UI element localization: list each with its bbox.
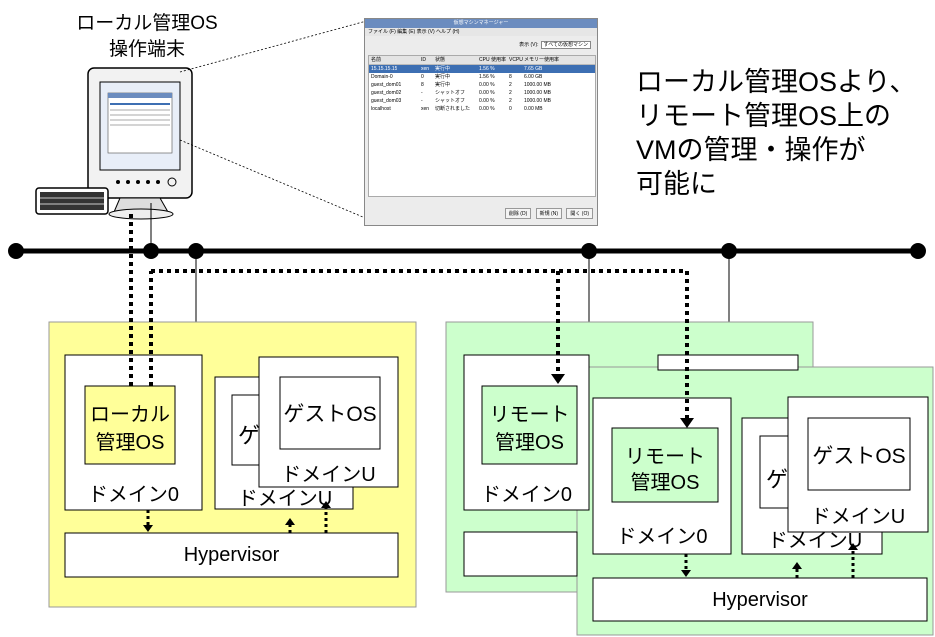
remote-front-guest-os-label: ゲストOS — [812, 445, 906, 468]
vm-table-row[interactable]: guest_dom02 - シャットオフ 0.00 % 2 1000.00 MB — [369, 89, 595, 97]
local-guest-os-label: ゲストOS — [283, 403, 377, 426]
vm-table-cell: guest_dom03 — [371, 98, 402, 104]
vm-table-cell: 8 — [421, 82, 424, 88]
remote-back-domU-box — [657, 354, 799, 371]
vm-table-cell: 1.56 % — [479, 66, 495, 72]
vm-table-cell: 0.00 MB — [524, 106, 543, 112]
local-dom0-label: ドメイン0 — [87, 484, 180, 506]
callout-line-top — [179, 19, 371, 73]
terminal-label-line2: 操作端末 — [108, 39, 185, 60]
remote-front-guest-back-fragment: ゲ — [765, 467, 788, 492]
window-title-bar: 仮想マシンマネージャー — [365, 19, 597, 28]
vm-table-cell: 1000.00 MB — [524, 90, 551, 96]
vm-table-cell: 1000.00 MB — [524, 98, 551, 104]
vm-table-cell: 7.65 GB — [524, 66, 543, 72]
remote-back-mgmt-os-label-1: リモート — [489, 404, 570, 426]
window-menu-bar[interactable]: ファイル (F) 編集 (E) 表示 (V) ヘルプ (H) — [365, 28, 597, 36]
vm-table-cell: 2 — [509, 90, 512, 96]
vm-manager-window: 仮想マシンマネージャー ファイル (F) 編集 (E) 表示 (V) ヘルプ (… — [364, 18, 598, 226]
terminal-label-line1: ローカル管理OS — [76, 13, 218, 34]
vm-table-cell: guest_dom01 — [371, 82, 402, 88]
local-mgmt-os-label-2: 管理OS — [95, 432, 165, 454]
vm-table-cell: 0.00 % — [479, 90, 495, 96]
vm-table-cell: 8 — [509, 74, 512, 80]
new-button[interactable]: 新規 (N) — [535, 208, 562, 219]
mgmt-connection-path — [149, 269, 689, 420]
arrowheads — [551, 374, 694, 428]
remote-back-dom0-label: ドメイン0 — [480, 484, 573, 506]
vm-table-cell: 0.00 % — [479, 82, 495, 88]
terminal-computer-icon — [87, 67, 193, 220]
vm-table-cell: 1000.00 MB — [524, 82, 551, 88]
vm-table-cell: xen — [421, 106, 430, 112]
remote-front-mgmt-os-label-1: リモート — [625, 446, 705, 468]
remote-front-mgmt-os-label-2: 管理OS — [630, 472, 700, 494]
vm-table: 名前 ID 状態 CPU 使用率 VCPU メモリー使用率 15.15.15.1… — [368, 55, 596, 197]
local-domU-label: ドメインU — [281, 464, 376, 486]
vm-table-cell: 切断されました — [435, 106, 471, 112]
remote-front-dom0-label: ドメイン0 — [616, 526, 708, 548]
local-domU-back-label: ドメインU — [237, 488, 333, 510]
vm-table-cell: Domain-0 — [371, 74, 393, 80]
vm-table-row[interactable]: guest_dom03 - シャットオフ 0.00 % 2 1000.00 MB — [369, 97, 595, 105]
view-label: 表示 (V): — [519, 42, 539, 48]
vm-table-row[interactable]: Domain-0 0 実行中 1.56 % 8 6.00 GB — [369, 73, 595, 81]
vm-table-cell: 実行中 — [435, 66, 451, 72]
view-selector[interactable]: 表示 (V):すべての仮想マシン — [519, 41, 591, 49]
remote-back-mgmt-os-label-2: 管理OS — [495, 432, 564, 454]
callout-line-bottom — [179, 139, 371, 221]
local-hypervisor-label: Hypervisor — [183, 544, 280, 566]
caption-line4: 可能に — [636, 169, 717, 199]
hypervisor-arrows — [146, 505, 855, 578]
remote-front-guest-os-box — [807, 417, 911, 491]
local-guest-os-box — [279, 376, 381, 450]
vm-table-cell: シャットオフ — [435, 90, 466, 96]
vm-table-cell: 0.00 % — [479, 98, 495, 104]
window-buttons: 削除 (D) 新規 (N) 開く (O) — [502, 208, 593, 219]
vm-table-cell: 0 — [421, 74, 424, 80]
vm-table-cell: 2 — [509, 98, 512, 104]
vm-table-cell: localhost — [371, 106, 391, 112]
vm-table-row[interactable]: guest_dom01 8 実行中 0.00 % 2 1000.00 MB — [369, 81, 595, 89]
vm-table-row[interactable]: localhost xen 切断されました 0.00 % 0 0.00 MB — [369, 105, 595, 113]
vm-table-cell: 2 — [509, 82, 512, 88]
local-mgmt-os-box — [84, 385, 176, 465]
keyboard-icon — [35, 187, 109, 215]
remote-front-hypervisor-box — [592, 577, 928, 622]
vm-table-row[interactable]: 15.15.15.15 xen 実行中 1.56 % 7.65 GB — [369, 65, 595, 73]
vm-table-cell: xen — [421, 66, 430, 72]
local-mgmt-os-label-1: ローカル — [90, 404, 170, 426]
local-hypervisor-box — [64, 532, 399, 578]
remote-back-mgmt-os-box — [481, 385, 578, 465]
view-dropdown[interactable]: すべての仮想マシン — [540, 41, 591, 49]
vm-table-cell: 実行中 — [435, 74, 451, 80]
remote-front-mgmt-os-box — [611, 427, 719, 503]
vm-table-cell: - — [421, 90, 423, 96]
vm-table-cell: 実行中 — [435, 82, 451, 88]
vm-table-cell: guest_dom02 — [371, 90, 402, 96]
vm-table-cell: 6.00 GB — [524, 74, 543, 80]
remote-front-domU-back-label: ドメインU — [767, 530, 863, 552]
vm-table-cell: 1.56 % — [479, 74, 495, 80]
vm-table-cell: - — [421, 98, 423, 104]
caption-line1: ローカル管理OSより、 — [636, 67, 917, 97]
delete-button[interactable]: 削除 (D) — [504, 208, 532, 219]
caption-line3: VMの管理・操作が — [636, 135, 866, 165]
vm-table-rows: 15.15.15.15 xen 実行中 1.56 % 7.65 GB Domain-0 0 実… — [369, 65, 595, 113]
local-guest-back-fragment: ゲ — [237, 423, 260, 448]
caption-line2: リモート管理OS上の — [636, 101, 892, 131]
vm-table-cell: シャットオフ — [435, 98, 466, 104]
vm-table-cell: 15.15.15.15 — [371, 66, 398, 72]
remote-front-domU-label: ドメインU — [810, 506, 906, 528]
remote-back-hypervisor-box — [463, 531, 578, 577]
vm-table-cell: 0.00 % — [479, 106, 495, 112]
open-button[interactable]: 開く (O) — [566, 208, 593, 219]
vm-table-cell: 0 — [509, 106, 512, 112]
remote-front-hypervisor-label: Hypervisor — [712, 589, 808, 611]
vm-table-header: 名前 ID 状態 CPU 使用率 VCPU メモリー使用率 — [369, 56, 595, 65]
